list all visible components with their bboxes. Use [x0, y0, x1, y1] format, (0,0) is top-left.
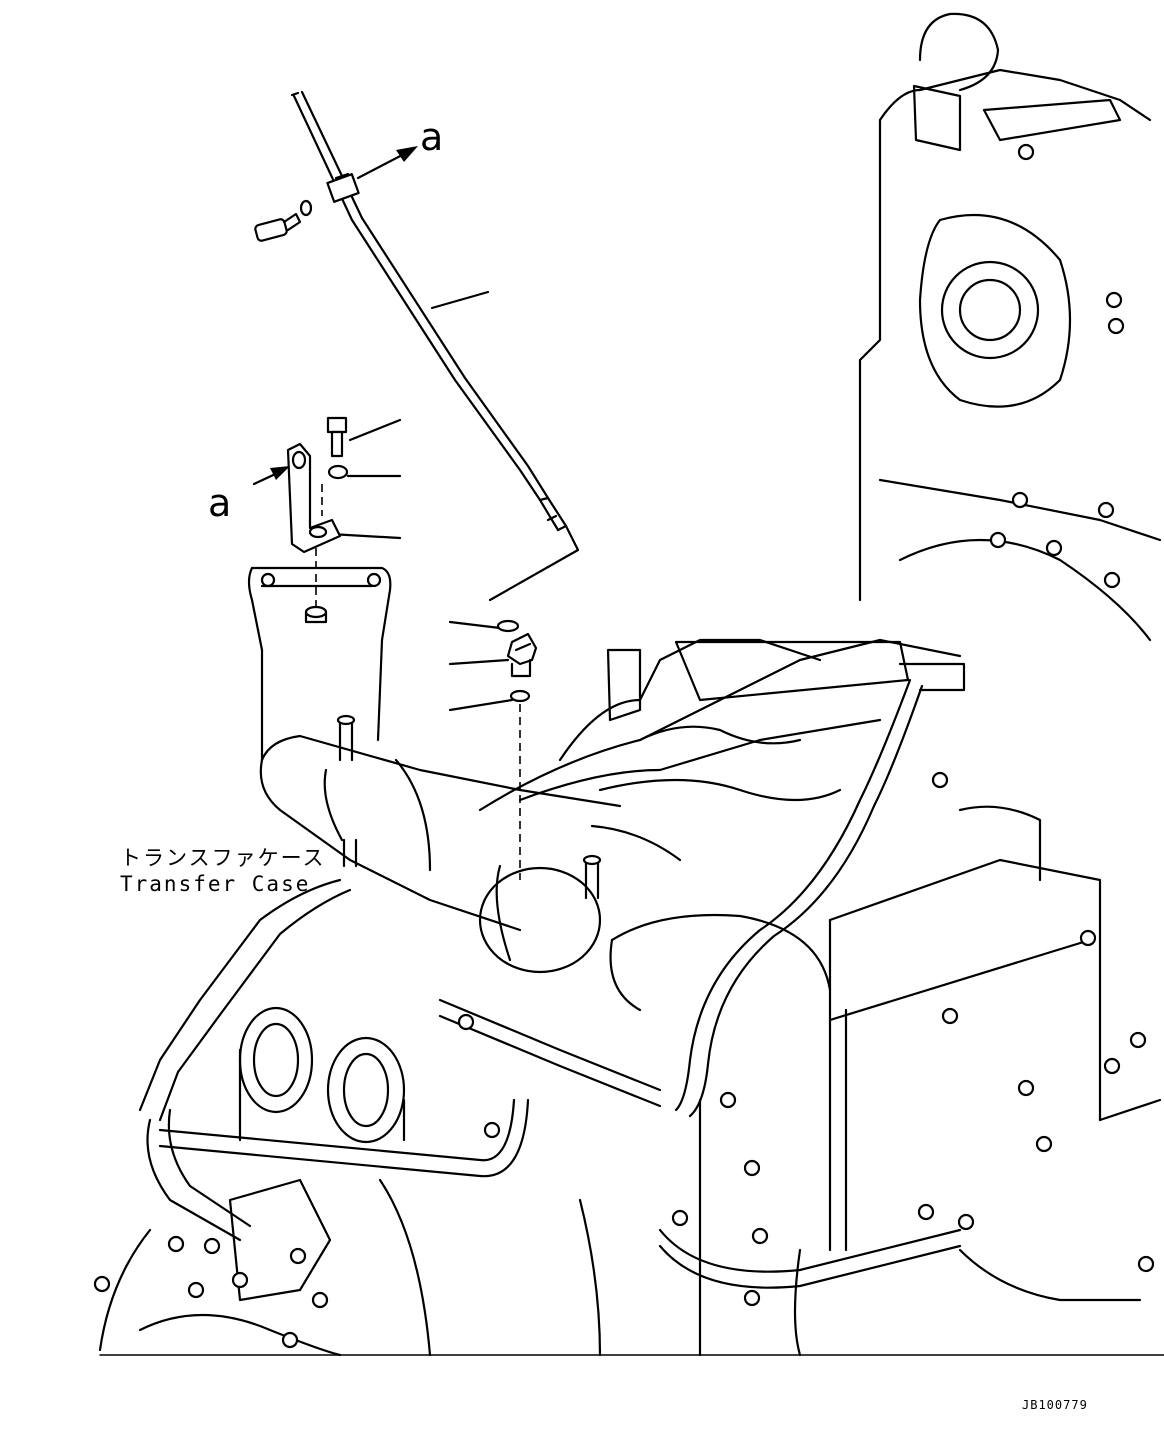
- o-ring-top: [496, 619, 520, 633]
- callout-line-bolt: [348, 418, 402, 442]
- callout-a-lower: a: [208, 481, 232, 525]
- elbow-fitting: [506, 632, 538, 678]
- transfer-case-label-en: Transfer Case: [120, 872, 311, 896]
- transfer-case-housing: [98, 12, 1162, 1357]
- transfer-case-label-ja: トランスファケース: [120, 846, 326, 870]
- callout-line-tube: [430, 290, 490, 310]
- callout-line-oring-top: [448, 620, 502, 630]
- drawing-code: JB100779: [1022, 1398, 1088, 1412]
- callout-line-elbow: [448, 658, 510, 666]
- bolt-heads: [93, 143, 1155, 1349]
- callout-line-oring-bottom: [448, 698, 514, 712]
- clamp-washer: [299, 199, 313, 217]
- bracket-bolt: [326, 416, 348, 458]
- clamp-bolt: [254, 212, 302, 242]
- callout-a-upper: a: [420, 115, 444, 159]
- boss-nut: [304, 605, 328, 624]
- mounting-bracket: [252, 442, 342, 554]
- arrow-head-upper: [396, 146, 418, 162]
- arrow-a-upper: [356, 150, 410, 180]
- callout-line-bracket: [328, 532, 402, 540]
- o-ring-bottom: [509, 689, 531, 703]
- upper-clamp: [326, 172, 360, 203]
- bracket-washer: [327, 464, 349, 480]
